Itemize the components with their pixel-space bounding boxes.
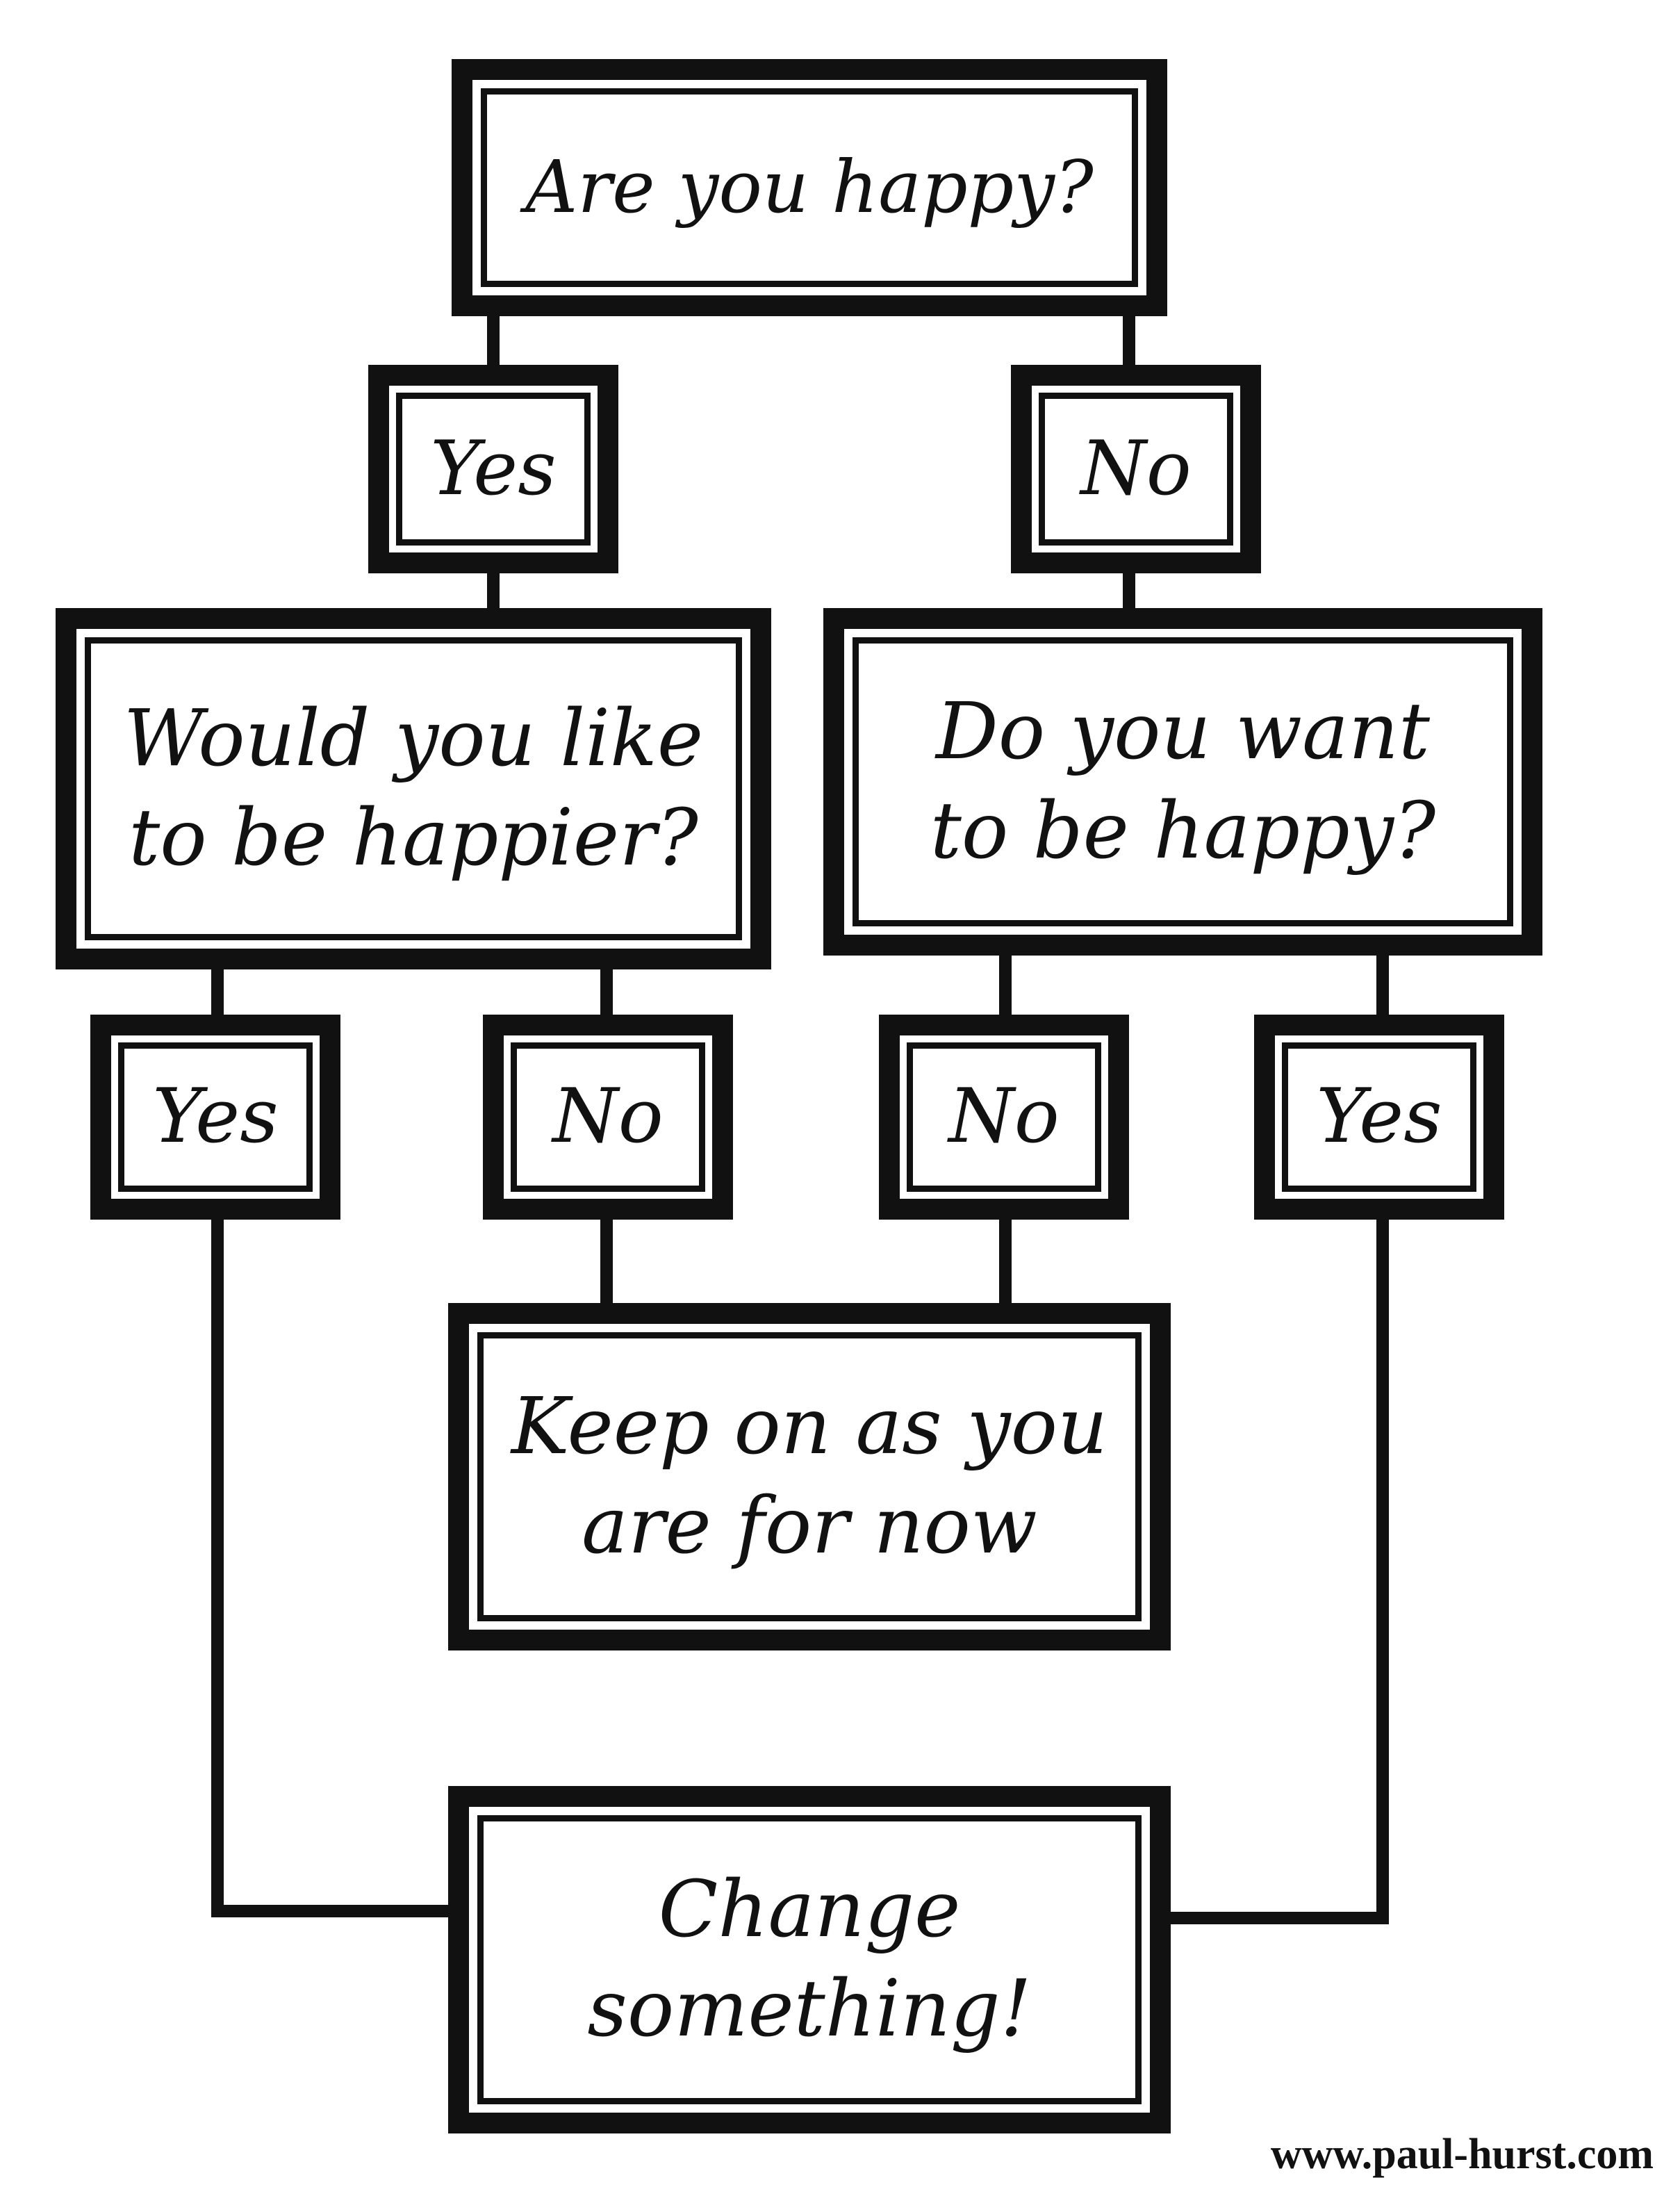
node-inner-frame: No [907,1042,1101,1192]
node-inner-frame: Are you happy? [481,88,1138,287]
answer-no-happy: No [1011,365,1261,573]
node-inner-frame: Yes [118,1042,313,1192]
node-label: Would you like to be happier? [123,693,704,883]
answer-yes-happy: Yes [368,365,618,573]
outcome-keep-on: Keep on as you are for now [448,1303,1171,1650]
node-label: Yes [430,425,557,512]
node-inner-frame: Yes [396,393,591,546]
answer-yes-want-happy: Yes [1254,1015,1504,1220]
answer-no-want-happy: No [879,1015,1129,1220]
node-label: Change something! [587,1864,1032,2054]
node-inner-frame: Keep on as you are for now [477,1332,1142,1621]
website-credit: www.paul-hurst.com [1270,2131,1654,2178]
node-inner-frame: Change something! [477,1815,1142,2104]
node-label: No [1080,425,1192,512]
node-label: Yes [1316,1073,1442,1161]
node-label: No [552,1073,664,1161]
answer-no-happier: No [483,1015,733,1220]
question-are-you-happy: Are you happy? [452,59,1167,316]
node-inner-frame: Do you want to be happy? [853,637,1513,926]
question-like-to-be-happier: Would you like to be happier? [56,608,771,969]
node-label: Are you happy? [525,145,1094,230]
node-label: No [948,1073,1060,1161]
question-want-to-be-happy: Do you want to be happy? [823,608,1542,956]
node-inner-frame: No [1039,393,1233,546]
outcome-change-something: Change something! [448,1786,1171,2133]
answer-yes-happier: Yes [90,1015,340,1220]
node-inner-frame: Yes [1282,1042,1476,1192]
node-inner-frame: No [511,1042,705,1192]
edge-yes-to-change-right [1161,1210,1389,1924]
node-label: Do you want to be happy? [930,686,1436,876]
node-label: Yes [152,1073,279,1161]
node-inner-frame: Would you like to be happier? [85,637,742,940]
node-label: Keep on as you are for now [511,1381,1108,1571]
edge-yes-to-change-left [211,1210,454,1917]
